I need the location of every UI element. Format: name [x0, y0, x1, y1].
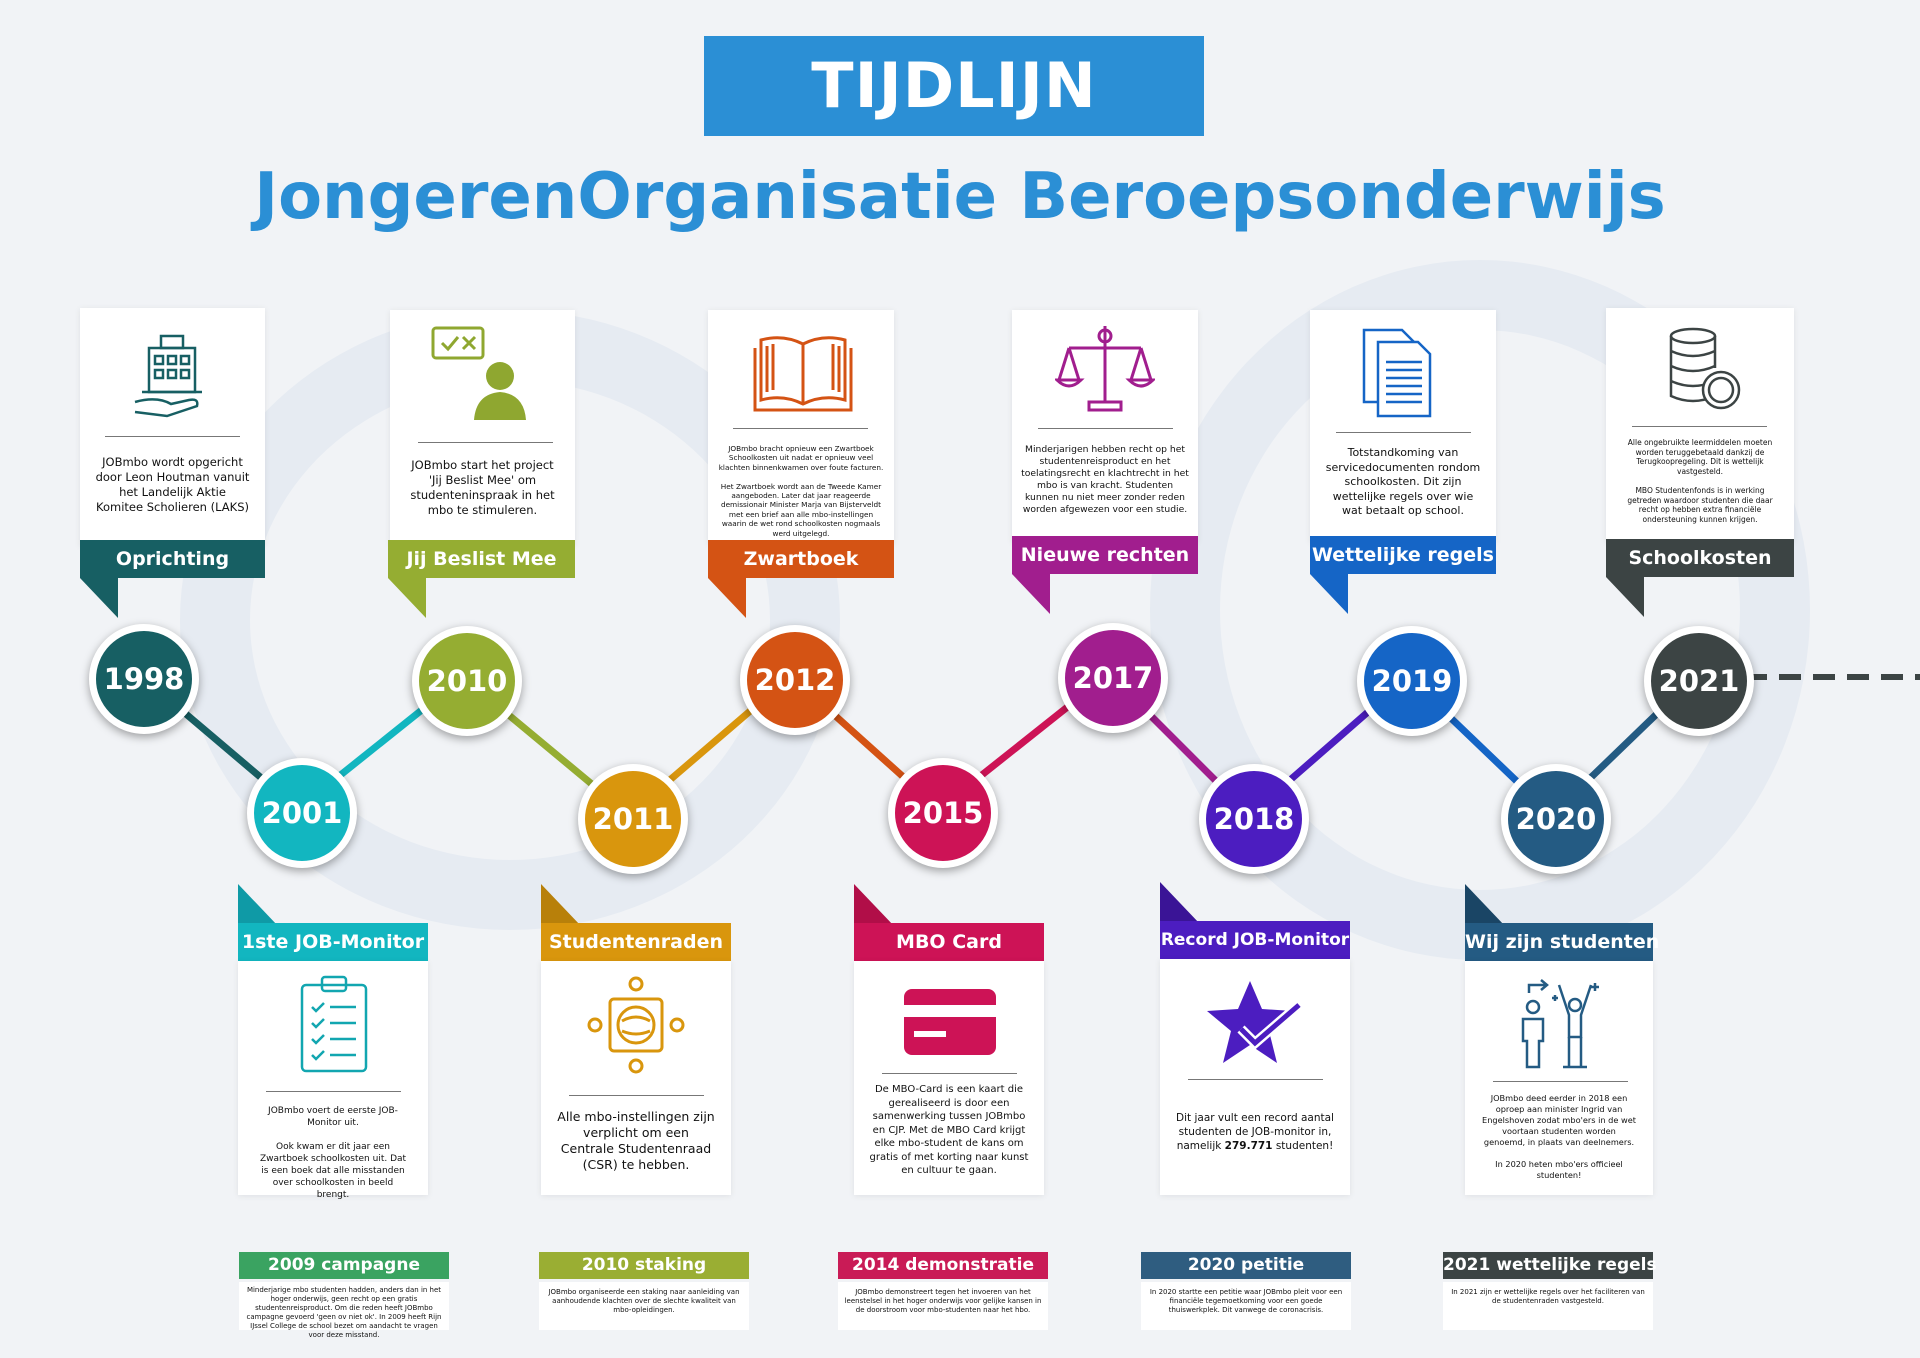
documents-icon	[1360, 326, 1446, 422]
ribbon-fold	[238, 884, 278, 926]
ribbon-oprichting: Oprichting	[80, 540, 265, 578]
year-circle-2001: 2001	[247, 758, 357, 868]
card-text: JOBmbo deed eerder in 2018 een oproep aa…	[1482, 1093, 1636, 1180]
ribbon-studentenraden: Studentenraden	[541, 923, 731, 961]
event-card-record-job-monitor: Dit jaar vult een record aantal studente…	[1160, 959, 1350, 1195]
year-circle-2010: 2010	[412, 626, 522, 736]
card-text: Totstandkoming van servicedocumenten ron…	[1325, 446, 1481, 517]
year-circle-2017: 2017	[1058, 623, 1168, 733]
coins-icon	[1661, 324, 1741, 414]
card-divider	[882, 1073, 1017, 1074]
building-hand-icon	[127, 326, 217, 418]
ribbon-fold	[1012, 574, 1050, 614]
card-divider	[105, 436, 240, 437]
event-card-studentenraden: Alle mbo-instellingen zijn verplicht om …	[541, 961, 731, 1195]
event-card-zwartboek: JOBmbo bracht opnieuw een Zwartboek Scho…	[708, 310, 894, 544]
year-circle-2019: 2019	[1357, 626, 1467, 736]
bar-text-2014-demonstratie: JOBmbo demonstreert tegen het invoeren v…	[838, 1282, 1048, 1330]
star-check-icon	[1205, 979, 1309, 1069]
card-divider	[569, 1095, 704, 1096]
bar-2021-wettelijke-regels: 2021 wettelijke regels	[1443, 1252, 1657, 1279]
card-text: JOBmbo bracht opnieuw een Zwartboek Scho…	[718, 444, 884, 538]
ribbon-fold	[708, 578, 746, 618]
page-subtitle: JongerenOrganisatie Beroepsonderwijs	[254, 160, 1666, 234]
card-text: JOBmbo start het project 'Jij Beslist Me…	[410, 458, 555, 517]
card-divider	[418, 442, 553, 443]
card-divider	[266, 1091, 401, 1092]
ribbon-1ste-job-monitor: 1ste JOB-Monitor	[238, 923, 428, 961]
card-text: Dit jaar vult een record aantal studente…	[1174, 1111, 1336, 1153]
event-card-jij-beslist-mee: JOBmbo start het project 'Jij Beslist Me…	[390, 310, 575, 546]
record-count: 279.771	[1224, 1140, 1273, 1152]
event-card-1ste-job-monitor: JOBmbo voert de eerste JOB-Monitor uit. …	[238, 961, 428, 1200]
card-divider	[1188, 1079, 1323, 1080]
credit-card-icon	[902, 987, 998, 1057]
year-circle-2015: 2015	[888, 758, 998, 868]
clipboard-checklist-icon	[298, 975, 370, 1075]
card-divider	[1493, 1081, 1628, 1082]
ribbon-record-job-monitor: Record JOB-Monitor	[1160, 921, 1350, 959]
ribbon-nieuwe-rechten: Nieuwe rechten	[1012, 536, 1198, 574]
card-text-pre: Dit jaar vult een record aantal studente…	[1176, 1112, 1334, 1152]
ribbon-mbo-card: MBO Card	[854, 923, 1044, 961]
ribbon-fold	[1160, 882, 1200, 924]
year-circle-2018: 2018	[1199, 764, 1309, 874]
scales-icon	[1053, 322, 1157, 416]
event-card-wij-zijn-studenten: JOBmbo deed eerder in 2018 een oproep aa…	[1465, 961, 1653, 1195]
event-card-nieuwe-rechten: Minderjarigen hebben recht op het studen…	[1012, 310, 1198, 542]
bar-2014-demonstratie: 2014 demonstratie	[838, 1252, 1048, 1279]
ribbon-fold	[80, 578, 118, 618]
person-checklist-icon	[430, 324, 530, 424]
card-text: JOBmbo voert de eerste JOB-Monitor uit. …	[259, 1106, 407, 1200]
year-circle-1998: 1998	[89, 624, 199, 734]
open-book-icon	[753, 330, 853, 412]
year-circle-2021: 2021	[1644, 626, 1754, 736]
year-circle-2012: 2012	[740, 625, 850, 735]
event-card-mbo-card: De MBO-Card is een kaart die gerealiseer…	[854, 961, 1044, 1195]
page-title: TIJDLIJN	[704, 36, 1204, 136]
ribbon-wij-zijn-studenten: Wij zijn studenten	[1465, 923, 1659, 961]
bar-2009-campagne: 2009 campagne	[239, 1252, 449, 1279]
ribbon-zwartboek: Zwartboek	[708, 540, 894, 578]
bar-text-2020-petitie: In 2020 startte een petitie waar JOBmbo …	[1141, 1282, 1351, 1330]
ribbon-fold	[388, 578, 426, 618]
ribbon-fold	[854, 884, 894, 926]
card-divider	[1336, 432, 1471, 433]
bar-2010-staking: 2010 staking	[539, 1252, 749, 1279]
event-card-wettelijke-regels: Totstandkoming van servicedocumenten ron…	[1310, 310, 1496, 542]
year-circle-2011: 2011	[578, 764, 688, 874]
bar-2020-petitie: 2020 petitie	[1141, 1252, 1351, 1279]
celebrating-person-icon	[1515, 979, 1603, 1071]
year-circle-2020: 2020	[1501, 764, 1611, 874]
card-text-post: studenten!	[1272, 1140, 1334, 1152]
round-table-icon	[586, 975, 686, 1075]
card-divider	[1632, 426, 1767, 427]
card-text: Alle mbo-instellingen zijn verplicht om …	[557, 1109, 715, 1172]
ribbon-wettelijke-regels: Wettelijke regels	[1310, 536, 1496, 574]
card-divider	[733, 428, 868, 429]
bar-text-2021-wettelijke-regels: In 2021 zijn er wettelijke regels over h…	[1443, 1282, 1653, 1330]
bar-text-2010-staking: JOBmbo organiseerde een staking naar aan…	[539, 1282, 749, 1330]
ribbon-fold	[1310, 574, 1348, 614]
ribbon-fold	[541, 884, 581, 926]
ribbon-jij-beslist-mee: Jij Beslist Mee	[388, 540, 575, 578]
event-card-schoolkosten: Alle ongebruikte leermiddelen moeten wor…	[1606, 308, 1794, 542]
card-text: JOBmbo wordt opgericht door Leon Houtman…	[95, 455, 250, 514]
card-text: Alle ongebruikte leermiddelen moeten wor…	[1627, 438, 1773, 524]
ribbon-fold	[1465, 884, 1505, 926]
card-text: Minderjarigen hebben recht op het studen…	[1021, 444, 1189, 515]
card-divider	[1038, 428, 1173, 429]
ribbon-fold	[1606, 577, 1644, 617]
bar-text-2009-campagne: Minderjarige mbo studenten hadden, ander…	[239, 1282, 449, 1339]
ribbon-schoolkosten: Schoolkosten	[1606, 539, 1794, 577]
card-text: De MBO-Card is een kaart die gerealiseer…	[869, 1084, 1029, 1176]
event-card-oprichting: JOBmbo wordt opgericht door Leon Houtman…	[80, 308, 265, 546]
